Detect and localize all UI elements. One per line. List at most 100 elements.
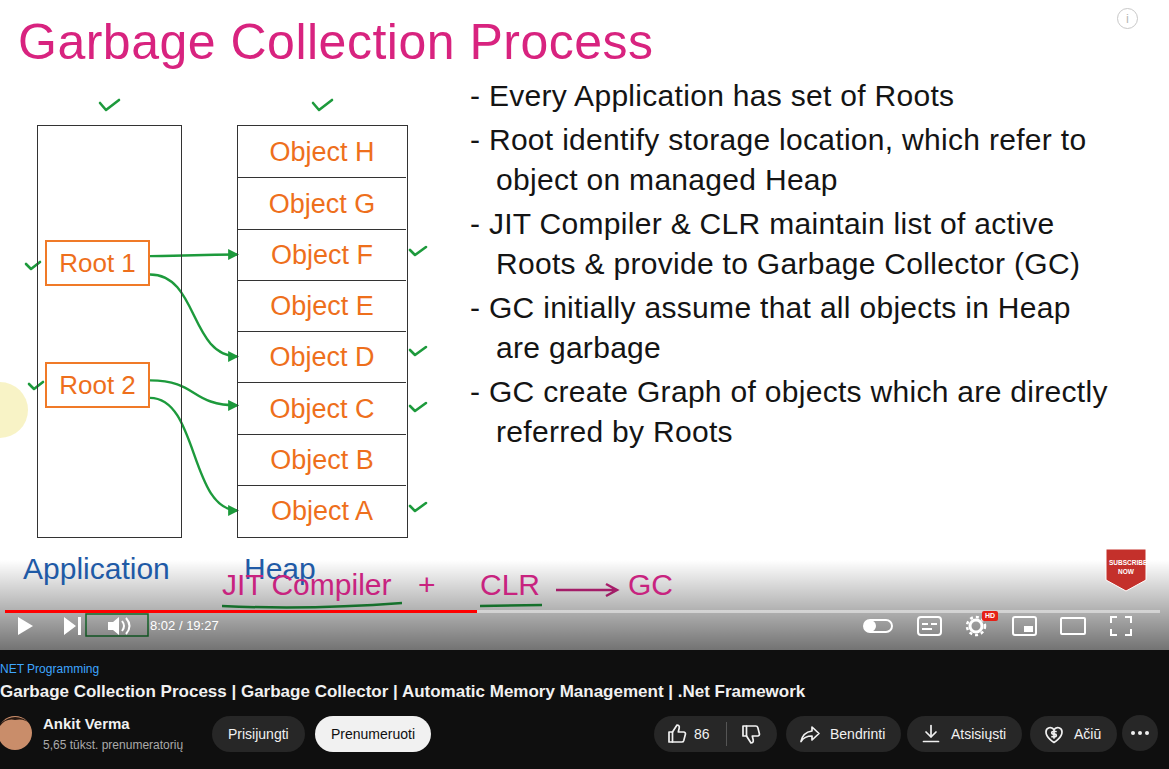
- theater-icon: [1061, 618, 1085, 634]
- note-bullet: - Every Application has set of Roots: [470, 76, 1120, 116]
- download-icon: [919, 722, 943, 746]
- root-box: Root 1: [45, 240, 150, 286]
- object-label: Object E: [270, 290, 374, 322]
- info-icon: i: [1117, 8, 1138, 29]
- dot: [1138, 731, 1142, 735]
- check-marks: [26, 100, 426, 511]
- reference-arrow: [150, 255, 238, 257]
- reference-arrow: [150, 398, 238, 511]
- check-mark: [410, 403, 426, 411]
- volume-icon: [108, 617, 119, 635]
- subscribe-badge: SUBSCRIBE NOW: [1106, 549, 1146, 591]
- controls-shade: [0, 560, 1169, 650]
- handwritten-note: GC: [628, 568, 673, 602]
- video-time: 8:02 / 19:27: [150, 618, 219, 634]
- note-bullet: - JIT Compiler & CLR maintain list of ac…: [470, 204, 1120, 284]
- autoplay-knob: [865, 621, 875, 631]
- note-bullet: - Root identify storage location, which …: [470, 120, 1120, 200]
- subscribe-button: Prenumeruoti: [315, 716, 431, 752]
- subscriber-count: 5,65 tūkst. prenumeratorių: [43, 738, 183, 752]
- channel-name: Ankit Verma: [43, 715, 130, 733]
- button-divider: [726, 722, 727, 746]
- note-bullet: - GC initially assume that all objects i…: [470, 288, 1120, 368]
- column-heading: Application: [23, 551, 170, 587]
- info-letter: i: [1126, 12, 1129, 26]
- share-icon: [798, 722, 822, 746]
- check-mark: [100, 100, 119, 110]
- more-dots: [1131, 731, 1149, 735]
- note-bullet: - GC create Graph of objects which are d…: [470, 372, 1120, 452]
- subtitles-lines: [922, 624, 937, 629]
- reference-arrow: [150, 275, 238, 357]
- join-button: Prisijungti: [212, 716, 305, 752]
- fullscreen-icon: [1111, 617, 1131, 635]
- heap-object-cell: Object E: [238, 280, 406, 331]
- check-mark: [410, 347, 426, 355]
- heap-object-cell: Object C: [238, 382, 406, 434]
- download-button: Atsisiųsti: [907, 716, 1022, 752]
- progress-played: [5, 610, 477, 613]
- handwritten-note: CLR: [480, 568, 540, 602]
- like-count: 86: [694, 725, 710, 743]
- next-icon: [64, 617, 81, 635]
- heap-object-cell: Object G: [238, 177, 406, 229]
- button-label: Bendrinti: [830, 725, 885, 743]
- heap-column: HeapObject HObject GObject FObject EObje…: [237, 125, 408, 538]
- channel-avatar: [0, 716, 32, 750]
- play-icon: [18, 617, 33, 635]
- badge-text: SUBSCRIBE NOW: [1109, 558, 1143, 576]
- thanks-icon: [1042, 722, 1066, 746]
- object-label: Object G: [269, 188, 376, 220]
- playlist-link: NET Programming: [0, 662, 99, 676]
- autoplay-toggle: [864, 620, 892, 632]
- subtitles-icon: [918, 617, 941, 635]
- like-button: 86: [654, 716, 777, 752]
- avatar-hair: [0, 717, 31, 726]
- handwritten-note: JIT Compiler: [222, 568, 391, 602]
- miniplayer-inner: [1024, 626, 1033, 632]
- slide-title: Garbage Collection Process: [18, 12, 654, 72]
- button-label: Prenumeruoti: [331, 725, 415, 743]
- volume-waves: [122, 618, 130, 634]
- button-label: Atsisiųsti: [951, 725, 1006, 743]
- thanks-button: Ačiū: [1030, 716, 1117, 752]
- whiteboard: [0, 0, 1169, 650]
- object-label: Object B: [270, 444, 374, 476]
- hd-badge: HD: [982, 611, 998, 621]
- heap-object-cell: Object B: [238, 434, 406, 485]
- player-controls: [18, 617, 119, 635]
- dislike-icon: [740, 722, 764, 746]
- heap-object-cell: Object D: [238, 331, 406, 382]
- video-title: Garbage Collection Process | Garbage Col…: [0, 681, 805, 703]
- object-label: Object F: [271, 239, 373, 271]
- check-mark: [29, 382, 43, 389]
- button-label: Prisijungti: [228, 725, 289, 743]
- button-label: Ačiū: [1074, 725, 1101, 743]
- root-label: Root 1: [59, 248, 136, 278]
- heap-object-cell: Object H: [238, 126, 406, 177]
- root-box: Root 2: [45, 362, 150, 408]
- dot: [1145, 731, 1149, 735]
- check-mark: [410, 503, 426, 511]
- heap-object-cell: Object F: [238, 229, 406, 280]
- cursor-highlight: [0, 382, 28, 438]
- like-icon: [666, 722, 690, 746]
- object-label: Object C: [269, 393, 374, 425]
- settings-gear: [970, 620, 982, 632]
- object-label: Object D: [269, 341, 374, 373]
- check-mark: [410, 247, 426, 255]
- badge-text: HD: [985, 611, 995, 621]
- root-label: Root 2: [59, 370, 136, 400]
- object-label: Object A: [271, 495, 373, 527]
- miniplayer-icon: [1013, 617, 1036, 635]
- subscribe-shield: [1106, 549, 1146, 591]
- check-mark: [313, 100, 332, 110]
- player-controls-right: [122, 617, 1131, 635]
- dot: [1131, 731, 1135, 735]
- object-label: Object H: [269, 136, 374, 168]
- heap-object-cell: Object A: [238, 485, 406, 536]
- more-button: [1122, 715, 1158, 751]
- application-column: ApplicationRoot 1Root 2: [37, 125, 182, 538]
- share-button: Bendrinti: [786, 716, 901, 752]
